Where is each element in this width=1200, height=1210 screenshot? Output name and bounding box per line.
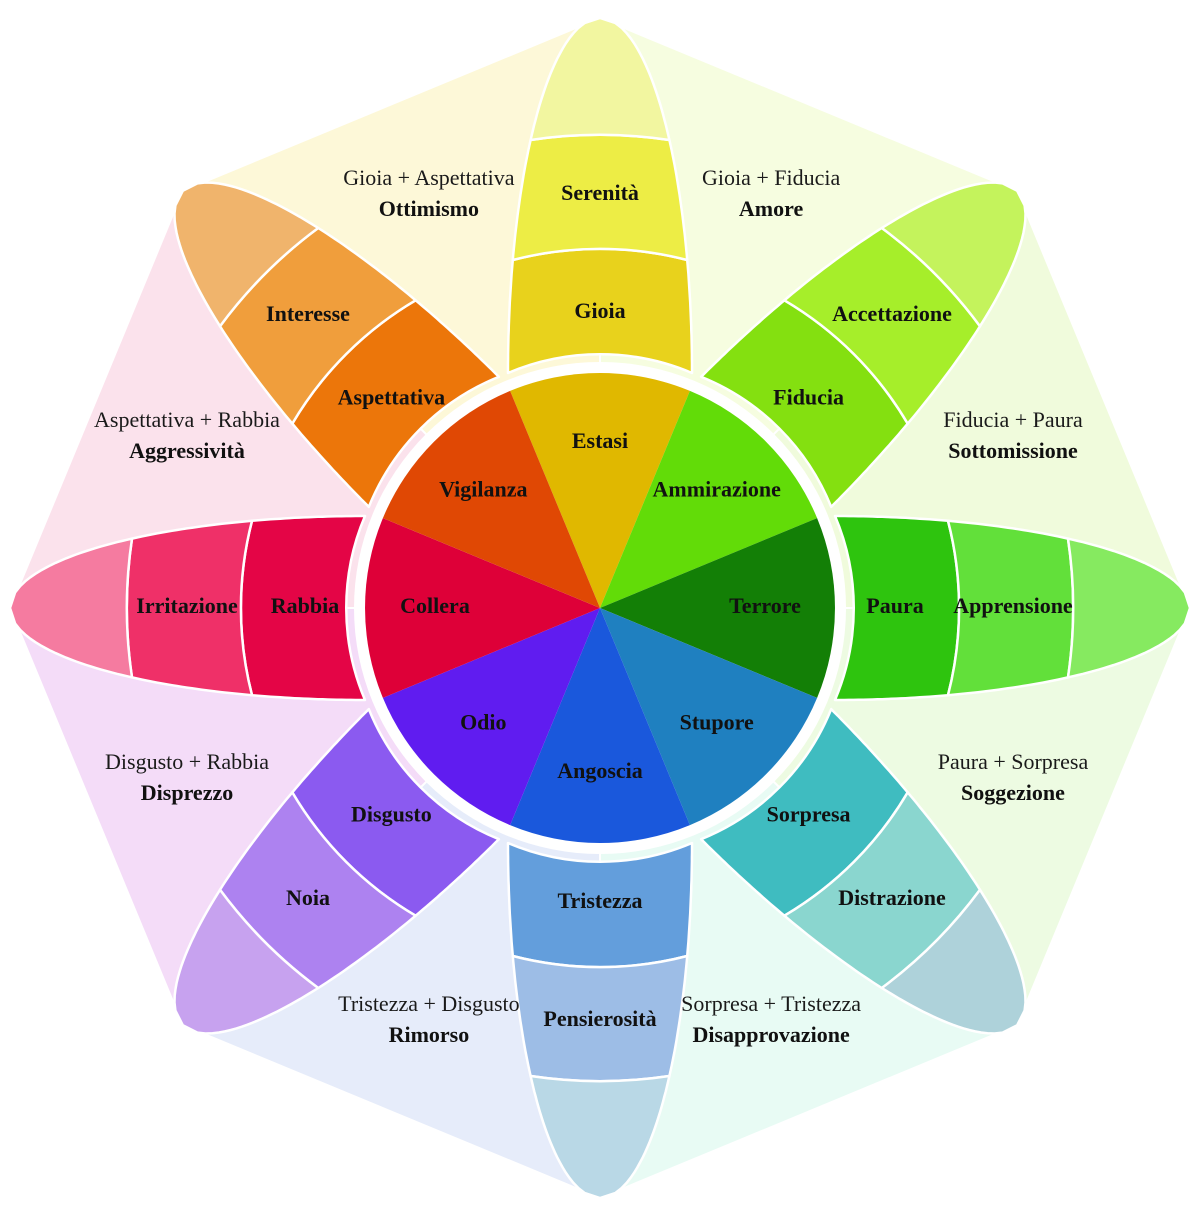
dyad-combo-soggezione: Paura + Sorpresa [938,749,1089,774]
petal-sadness-primary [506,841,694,969]
mild-label-anticipation: Interesse [266,301,350,326]
petal-sadness-mild [511,954,689,1083]
core-label-sadness: Angoscia [557,758,643,783]
mild-label-surprise: Distrazione [838,885,946,910]
petal-sadness-tip [529,1074,671,1200]
core-sector-anger [365,518,600,698]
petal-joy-primary [506,247,694,375]
petal-anticipation-primary [291,299,501,509]
dyad-combo-ottimismo: Gioia + Aspettativa [343,165,514,190]
dyad-combo-disapprovazione: Sorpresa + Tristezza [681,991,861,1016]
dyad-combo-amore: Gioia + Fiducia [702,165,841,190]
petal-anger-mild [125,519,254,697]
petal-disgust-tip [173,888,320,1035]
petal-joy-tip [529,16,671,142]
dyad-combo-disprezzo: Disgusto + Rabbia [105,749,269,774]
dyad-name-amore: Amore [739,196,804,221]
core-label-anger: Collera [400,593,470,618]
petal-anger-tip [8,537,134,679]
petal-joy-mild [511,133,689,262]
core-wheel [365,373,835,843]
dyad-name-aggressività: Aggressività [129,438,245,463]
primary-label-fear: Paura [866,593,923,618]
dyad-combo-rimorso: Tristezza + Disgusto [338,991,519,1016]
core-label-trust: Ammirazione [653,476,782,501]
core-sector-fear [600,518,835,698]
petal-disgust-primary [291,707,501,917]
core-label-fear: Terrore [729,593,801,618]
mild-label-sadness: Pensierosità [543,1006,656,1031]
primary-label-joy: Gioia [574,298,625,323]
dyad-name-disprezzo: Disprezzo [141,780,233,805]
mild-label-joy: Serenità [561,180,639,205]
emotion-petals [8,16,1192,1200]
core-sector-trust [600,390,818,608]
petal-anger-primary [239,514,367,702]
core-sector-surprise [600,608,818,826]
primary-label-sadness: Tristezza [557,888,642,913]
petal-disgust-mild [218,791,417,990]
core-sector-sadness [510,608,690,843]
primary-label-trust: Fiducia [773,384,844,409]
mild-label-anger: Irritazione [136,593,238,618]
petal-surprise-primary [699,707,909,917]
core-sector-joy [510,373,690,608]
mild-label-fear: Apprensione [953,593,1073,618]
primary-label-anger: Rabbia [271,593,339,618]
petal-surprise-tip [880,888,1027,1035]
petal-trust-tip [880,181,1027,328]
core-sector-disgust [382,608,600,826]
primary-label-surprise: Sorpresa [767,802,851,827]
petal-trust-mild [783,226,982,425]
petal-fear-mild [946,519,1075,697]
primary-label-disgust: Disgusto [351,802,432,827]
dyad-name-disapprovazione: Disapprovazione [692,1022,850,1047]
dyad-combo-aggressività: Aspettativa + Rabbia [94,407,280,432]
dyad-name-sottomissione: Sottomissione [948,438,1078,463]
dyad-name-rimorso: Rimorso [389,1022,470,1047]
mild-label-trust: Accettazione [832,301,952,326]
primary-label-anticipation: Aspettativa [338,384,446,409]
dyad-combo-sottomissione: Fiducia + Paura [943,407,1083,432]
petal-fear-primary [833,514,961,702]
petal-anticipation-tip [173,181,320,328]
core-label-surprise: Stupore [680,710,754,735]
petal-fear-tip [1066,537,1192,679]
mild-label-disgust: Noia [286,885,330,910]
core-label-anticipation: Vigilanza [439,476,527,501]
petal-anticipation-mild [218,226,417,425]
core-sector-anticipation [382,390,600,608]
dyad-name-ottimismo: Ottimismo [379,196,479,221]
core-label-joy: Estasi [572,428,628,453]
dyad-name-soggezione: Soggezione [961,780,1065,805]
core-label-disgust: Odio [460,710,506,735]
petal-trust-primary [699,299,909,509]
petal-surprise-mild [783,791,982,990]
